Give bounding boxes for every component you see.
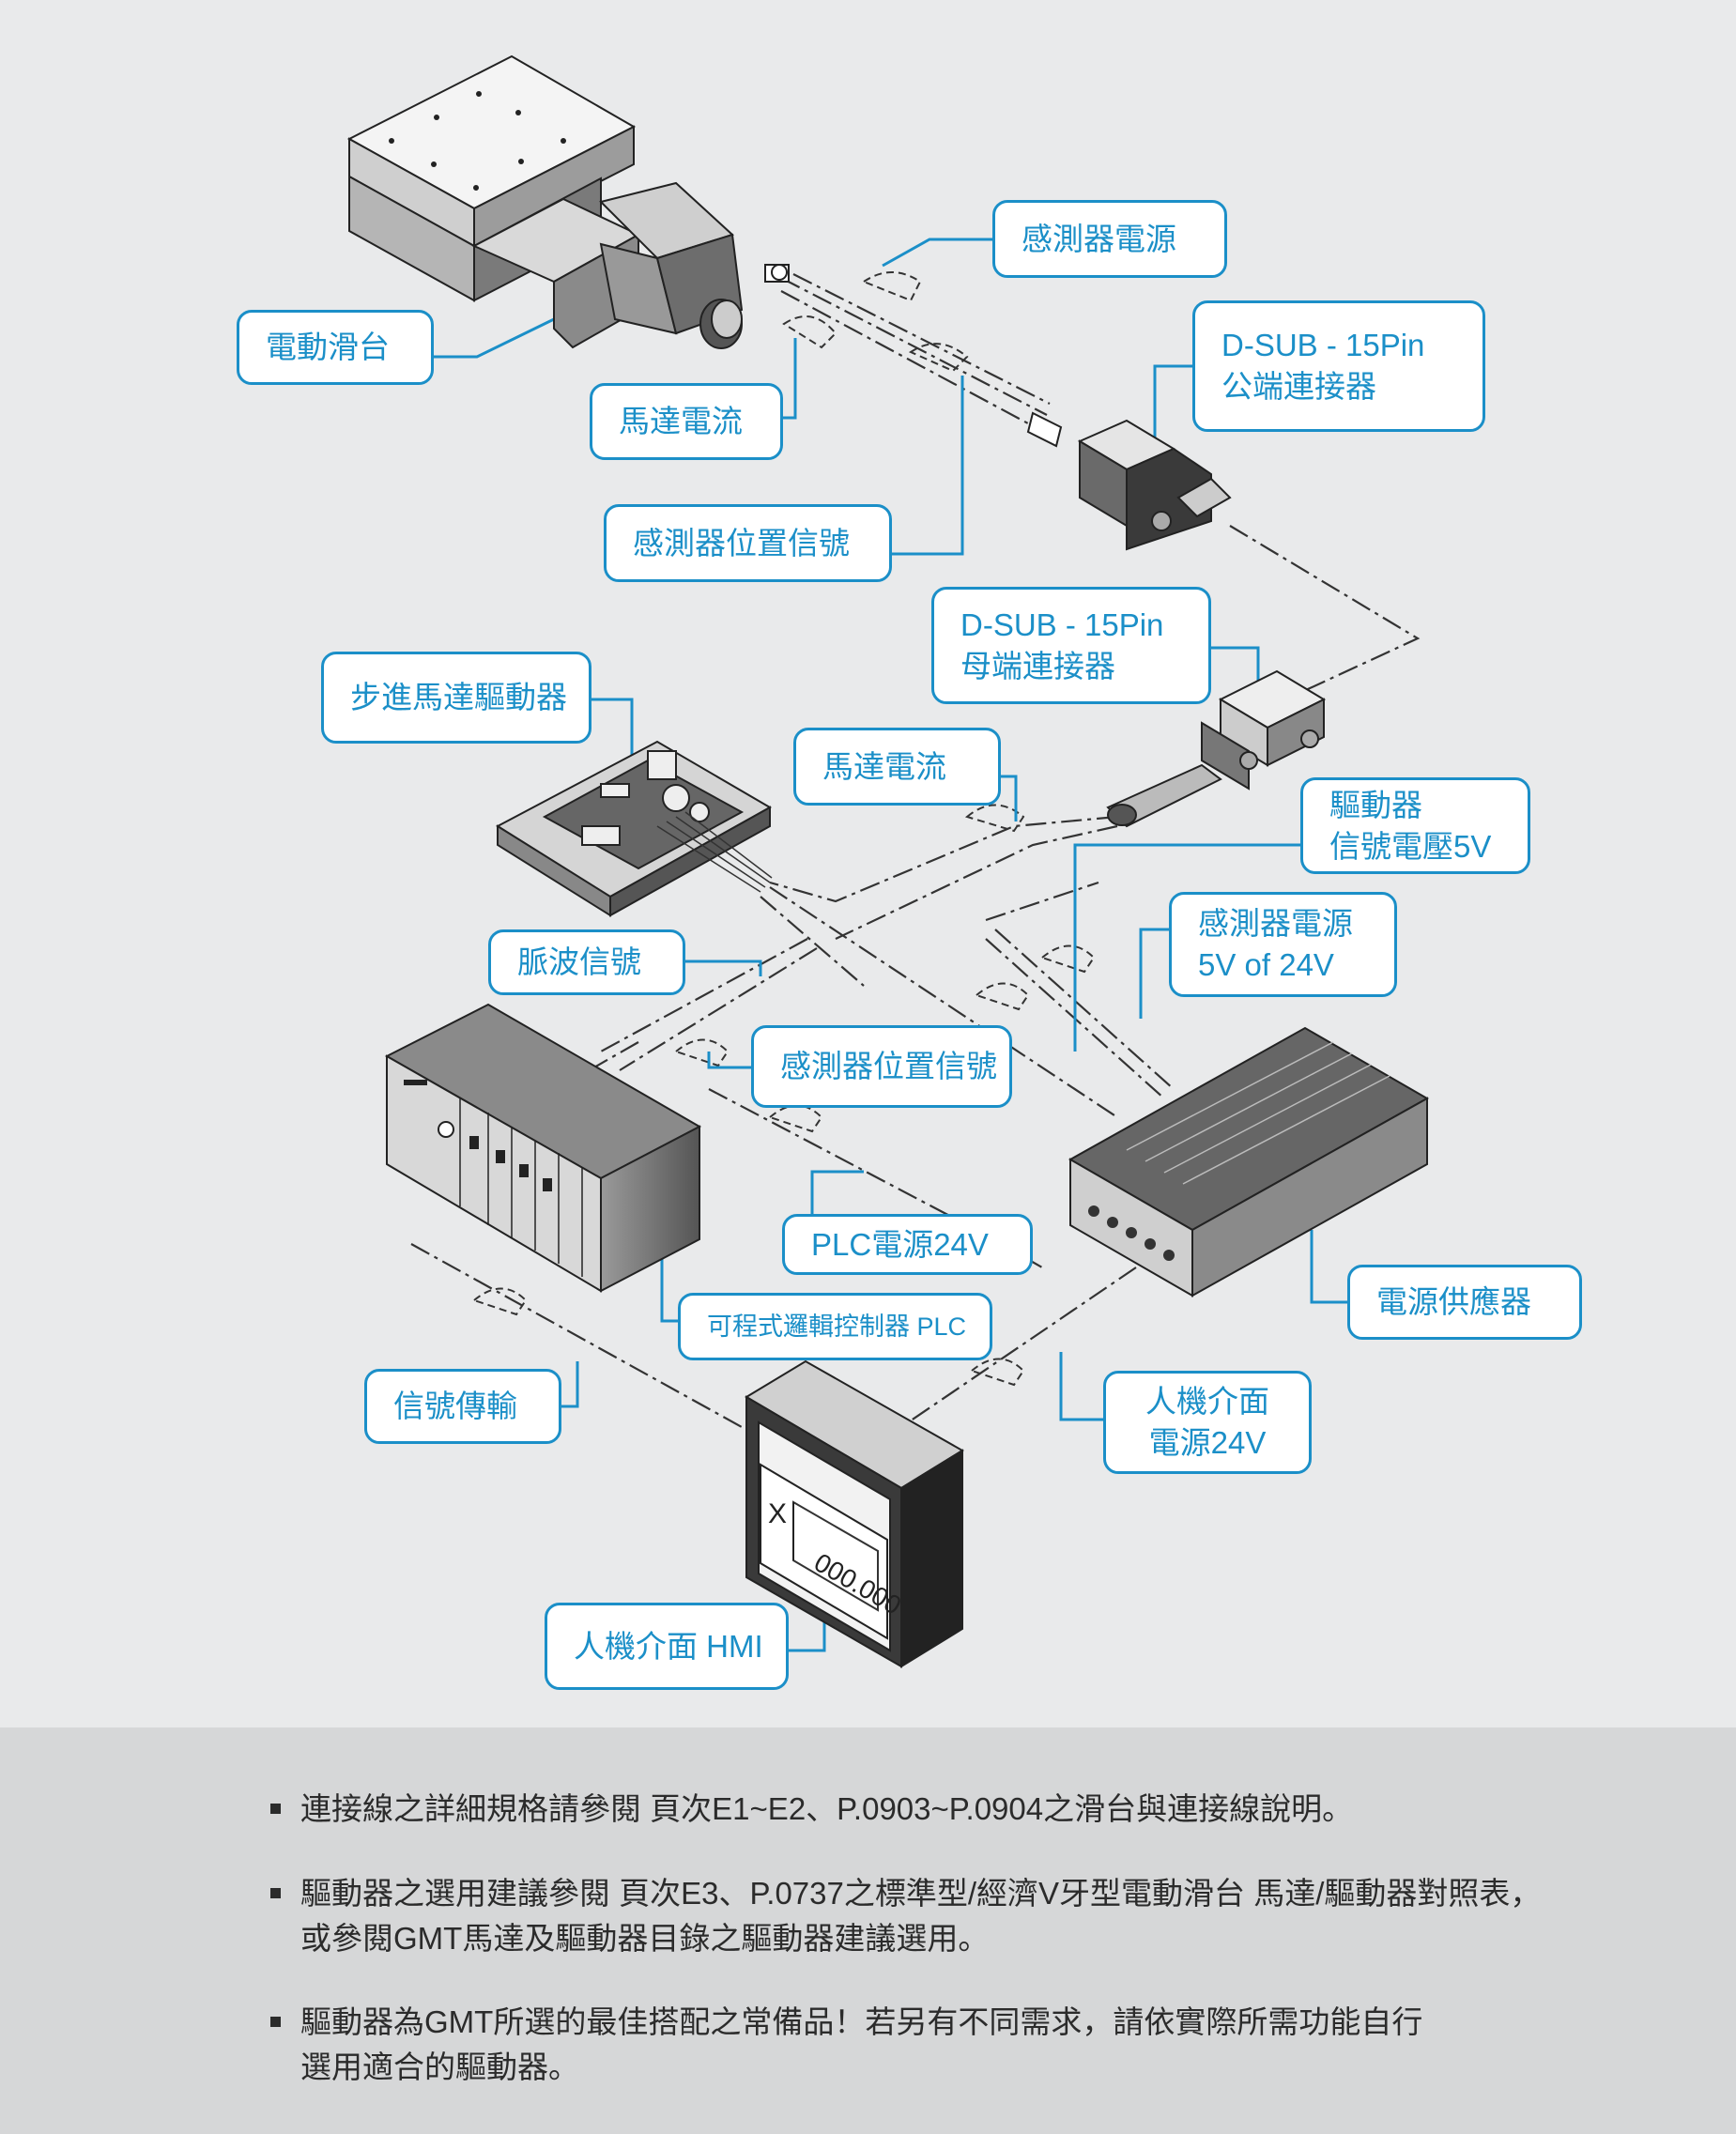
callout-stepper-driver-text: 步進馬達驅動器	[350, 680, 567, 714]
callout-pulse-signal: 脈波信號	[488, 929, 685, 995]
wiring-diagram: X 000.000 電動滑台 感測器電源 D-SUB - 15Pin 公端連接器…	[0, 0, 1736, 1727]
callout-motor-current-mid: 馬達電流	[793, 728, 1001, 806]
callout-dsub-male-line2: 公端連接器	[1221, 369, 1376, 404]
power-supply-illustration	[1068, 1026, 1430, 1297]
callout-dsub-male: D-SUB - 15Pin 公端連接器	[1192, 300, 1485, 432]
electric-stage-illustration	[346, 54, 790, 349]
callout-plc-text: 可程式邏輯控制器 PLC	[707, 1313, 967, 1341]
note-item-2: 驅動器之選用建議參閱 頁次E3、P.0737之標準型/經濟V牙型電動滑台 馬達/…	[270, 1871, 1541, 1961]
note-2-line-1: 驅動器之選用建議參閱 頁次E3、P.0737之標準型/經濟V牙型電動滑台 馬達/…	[300, 1876, 1542, 1911]
callout-hmi-power-line1: 人機介面	[1145, 1384, 1269, 1419]
callout-signal-transmission: 信號傳輸	[364, 1369, 561, 1444]
callout-sensor-power-top-text: 感測器電源	[1022, 221, 1176, 256]
plc-illustration	[384, 1003, 702, 1293]
callout-dsub-female-line1: D-SUB - 15Pin	[960, 606, 1164, 642]
callout-leaders	[434, 238, 1347, 1652]
callout-plc-power-text: PLC電源24V	[811, 1226, 989, 1262]
bullet-icon	[270, 1888, 281, 1898]
callout-sensor-position-mid-text: 感測器位置信號	[780, 1049, 997, 1083]
callout-plc: 可程式邏輯控制器 PLC	[678, 1293, 992, 1360]
note-3-line-2: 選用適合的驅動器。	[300, 2050, 579, 2084]
bullet-icon	[270, 1804, 281, 1814]
callout-power-supply: 電源供應器	[1347, 1265, 1582, 1340]
callout-sensor-position-top-text: 感測器位置信號	[633, 525, 850, 560]
callout-driver-voltage-line1: 驅動器	[1329, 787, 1422, 822]
callout-pulse-signal-text: 脈波信號	[517, 944, 641, 979]
callout-sensor-power-top: 感測器電源	[992, 200, 1227, 278]
callout-power-supply-text: 電源供應器	[1376, 1284, 1531, 1319]
hmi-illustration	[745, 1359, 964, 1668]
note-1-line-1: 連接線之詳細規格請參閱 頁次E1~E2、P.0903~P.0904之滑台與連接線…	[300, 1791, 1354, 1826]
note-item-1: 連接線之詳細規格請參閱 頁次E1~E2、P.0903~P.0904之滑台與連接線…	[270, 1787, 1353, 1832]
callout-hmi-text: 人機介面 HMI	[574, 1628, 763, 1664]
callout-driver-voltage: 驅動器 信號電壓5V	[1300, 777, 1530, 874]
note-2-line-2: 或參閱GMT馬達及驅動器目錄之驅動器建議選用。	[300, 1921, 990, 1956]
callout-motor-current-mid-text: 馬達電流	[822, 748, 946, 784]
note-3-line-1: 驅動器為GMT所選的最佳搭配之常備品！若另有不同需求，請依實際所需功能自行	[300, 2004, 1423, 2039]
callout-dsub-female: D-SUB - 15Pin 母端連接器	[931, 587, 1211, 704]
callout-hmi-power: 人機介面 電源24V	[1103, 1371, 1312, 1474]
callout-motor-current-top-text: 馬達電流	[619, 404, 743, 438]
callout-hmi-power-line2: 電源24V	[1148, 1425, 1267, 1460]
callout-electric-stage-text: 電動滑台	[266, 330, 390, 364]
diagram-drawing: X 000.000	[346, 54, 1430, 1668]
dsub-female-illustration	[1106, 669, 1327, 828]
callout-sensor-power-mid: 感測器電源 5V of 24V	[1169, 892, 1397, 997]
notes-section: 連接線之詳細規格請參閱 頁次E1~E2、P.0903~P.0904之滑台與連接線…	[0, 1727, 1736, 2134]
callout-signal-transmission-text: 信號傳輸	[393, 1389, 517, 1423]
callout-sensor-position-top: 感測器位置信號	[604, 504, 892, 582]
callout-stepper-driver: 步進馬達驅動器	[321, 652, 591, 744]
arrow-marks	[471, 271, 1096, 1387]
callout-sensor-position-mid: 感測器位置信號	[751, 1025, 1012, 1108]
callout-driver-voltage-line2: 信號電壓5V	[1329, 828, 1492, 864]
note-item-3: 驅動器為GMT所選的最佳搭配之常備品！若另有不同需求，請依實際所需功能自行 選用…	[270, 2000, 1422, 2090]
callout-dsub-male-line1: D-SUB - 15Pin	[1221, 328, 1425, 362]
stepper-driver-illustration	[495, 740, 773, 917]
callout-hmi: 人機介面 HMI	[545, 1603, 789, 1690]
callout-motor-current-top: 馬達電流	[590, 383, 783, 460]
callout-sensor-power-mid-line2: 5V of 24V	[1198, 947, 1334, 982]
callout-plc-power: PLC電源24V	[782, 1214, 1033, 1275]
callout-electric-stage: 電動滑台	[237, 310, 434, 385]
callout-dsub-female-line2: 母端連接器	[960, 648, 1115, 683]
callout-sensor-power-mid-line1: 感測器電源	[1198, 906, 1353, 941]
hmi-axis-text: X	[768, 1498, 787, 1529]
dsub-male-illustration	[1026, 411, 1232, 551]
bullet-icon	[270, 2017, 281, 2027]
